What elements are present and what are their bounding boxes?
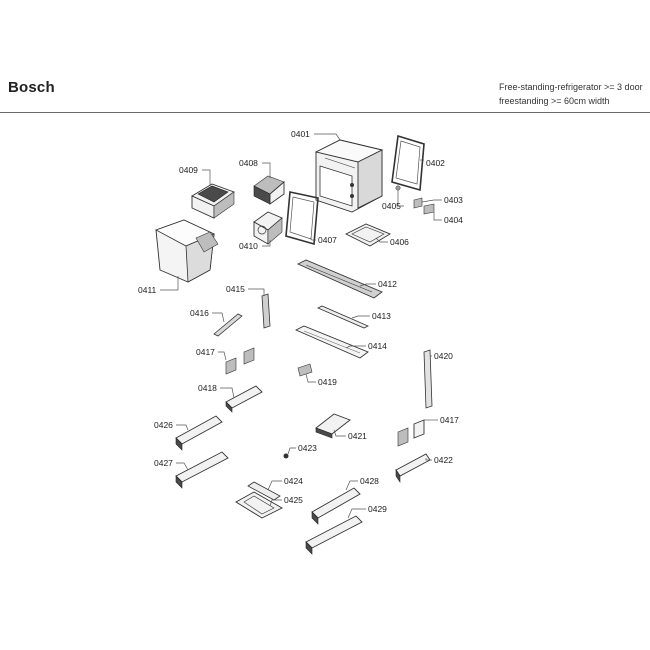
part-0409-valve[interactable] bbox=[191, 183, 235, 219]
brand-name: Bosch bbox=[8, 79, 55, 96]
label-0428[interactable]: 0428 bbox=[360, 476, 379, 486]
part-0405-pin[interactable] bbox=[395, 185, 401, 191]
part-0403-clip[interactable] bbox=[413, 197, 423, 209]
label-0429[interactable]: 0429 bbox=[368, 504, 387, 514]
label-0420[interactable]: 0420 bbox=[434, 351, 453, 361]
label-0410[interactable]: 0410 bbox=[239, 241, 258, 251]
label-0417-left[interactable]: 0417 bbox=[196, 347, 215, 357]
label-0405[interactable]: 0405 bbox=[382, 201, 401, 211]
label-0408[interactable]: 0408 bbox=[239, 158, 258, 168]
part-labels: 0401 0402 0403 0404 0405 0406 0407 0408 … bbox=[138, 129, 463, 514]
label-0416[interactable]: 0416 bbox=[190, 308, 209, 318]
part-0418-bracket[interactable] bbox=[225, 385, 263, 413]
label-0417-right[interactable]: 0417 bbox=[440, 415, 459, 425]
label-0413[interactable]: 0413 bbox=[372, 311, 391, 321]
part-0412-rail[interactable] bbox=[296, 259, 383, 299]
label-0406[interactable]: 0406 bbox=[390, 237, 409, 247]
part-0401-housing[interactable] bbox=[314, 139, 384, 213]
label-0415[interactable]: 0415 bbox=[226, 284, 245, 294]
part-0422-bracket[interactable] bbox=[395, 453, 431, 483]
description-line-1: Free-standing-refrigerator >= 3 door bbox=[499, 82, 643, 92]
part-0404-clip[interactable] bbox=[423, 203, 435, 215]
part-0416-strip[interactable] bbox=[213, 313, 243, 337]
part-0421-panel[interactable] bbox=[315, 413, 351, 439]
label-0427[interactable]: 0427 bbox=[154, 458, 173, 468]
description-line-2: freestanding >= 60cm width bbox=[499, 96, 610, 106]
part-0402-frame[interactable] bbox=[391, 134, 425, 192]
part-0425-tray[interactable] bbox=[235, 491, 283, 519]
appliance-description: Free-standing-refrigerator >= 3 door fre… bbox=[499, 80, 643, 108]
part-0406-tray[interactable] bbox=[344, 223, 391, 247]
part-0411-icemaker[interactable] bbox=[155, 219, 219, 283]
part-0410-fan[interactable] bbox=[253, 211, 283, 245]
part-0408-bracket[interactable] bbox=[253, 175, 285, 205]
header-divider bbox=[0, 112, 650, 113]
part-0423-screw[interactable] bbox=[283, 453, 289, 459]
part-0428-rail[interactable] bbox=[311, 487, 361, 525]
part-0407-gasket[interactable] bbox=[285, 191, 319, 246]
label-0419[interactable]: 0419 bbox=[318, 377, 337, 387]
leader-lines bbox=[160, 133, 442, 519]
part-0417-pads-left[interactable] bbox=[225, 347, 255, 375]
label-0414[interactable]: 0414 bbox=[368, 341, 387, 351]
label-0407[interactable]: 0407 bbox=[318, 235, 337, 245]
label-0422[interactable]: 0422 bbox=[434, 455, 453, 465]
label-0421[interactable]: 0421 bbox=[348, 431, 367, 441]
label-0409[interactable]: 0409 bbox=[179, 165, 198, 175]
label-0411[interactable]: 0411 bbox=[138, 285, 157, 295]
part-0426-rail[interactable] bbox=[175, 415, 223, 451]
part-0427-rail[interactable] bbox=[175, 451, 229, 489]
label-0425[interactable]: 0425 bbox=[284, 495, 303, 505]
label-0401[interactable]: 0401 bbox=[291, 129, 310, 139]
label-0412[interactable]: 0412 bbox=[378, 279, 397, 289]
part-0415-bar[interactable] bbox=[261, 293, 271, 329]
part-0424-strip[interactable] bbox=[247, 481, 281, 501]
label-0403[interactable]: 0403 bbox=[444, 195, 463, 205]
part-0417-pads-right[interactable] bbox=[397, 419, 425, 447]
part-0414-frame-strip[interactable] bbox=[294, 325, 369, 359]
label-0404[interactable]: 0404 bbox=[444, 215, 463, 225]
label-0418[interactable]: 0418 bbox=[198, 383, 217, 393]
label-0426[interactable]: 0426 bbox=[154, 420, 173, 430]
label-0402[interactable]: 0402 bbox=[426, 158, 445, 168]
label-0424[interactable]: 0424 bbox=[284, 476, 303, 486]
label-0423[interactable]: 0423 bbox=[298, 443, 317, 453]
part-0420-rod[interactable] bbox=[423, 349, 433, 409]
part-0413-strip[interactable] bbox=[317, 305, 369, 329]
part-0429-rail[interactable] bbox=[305, 515, 363, 555]
part-0419-clip[interactable] bbox=[297, 363, 313, 377]
